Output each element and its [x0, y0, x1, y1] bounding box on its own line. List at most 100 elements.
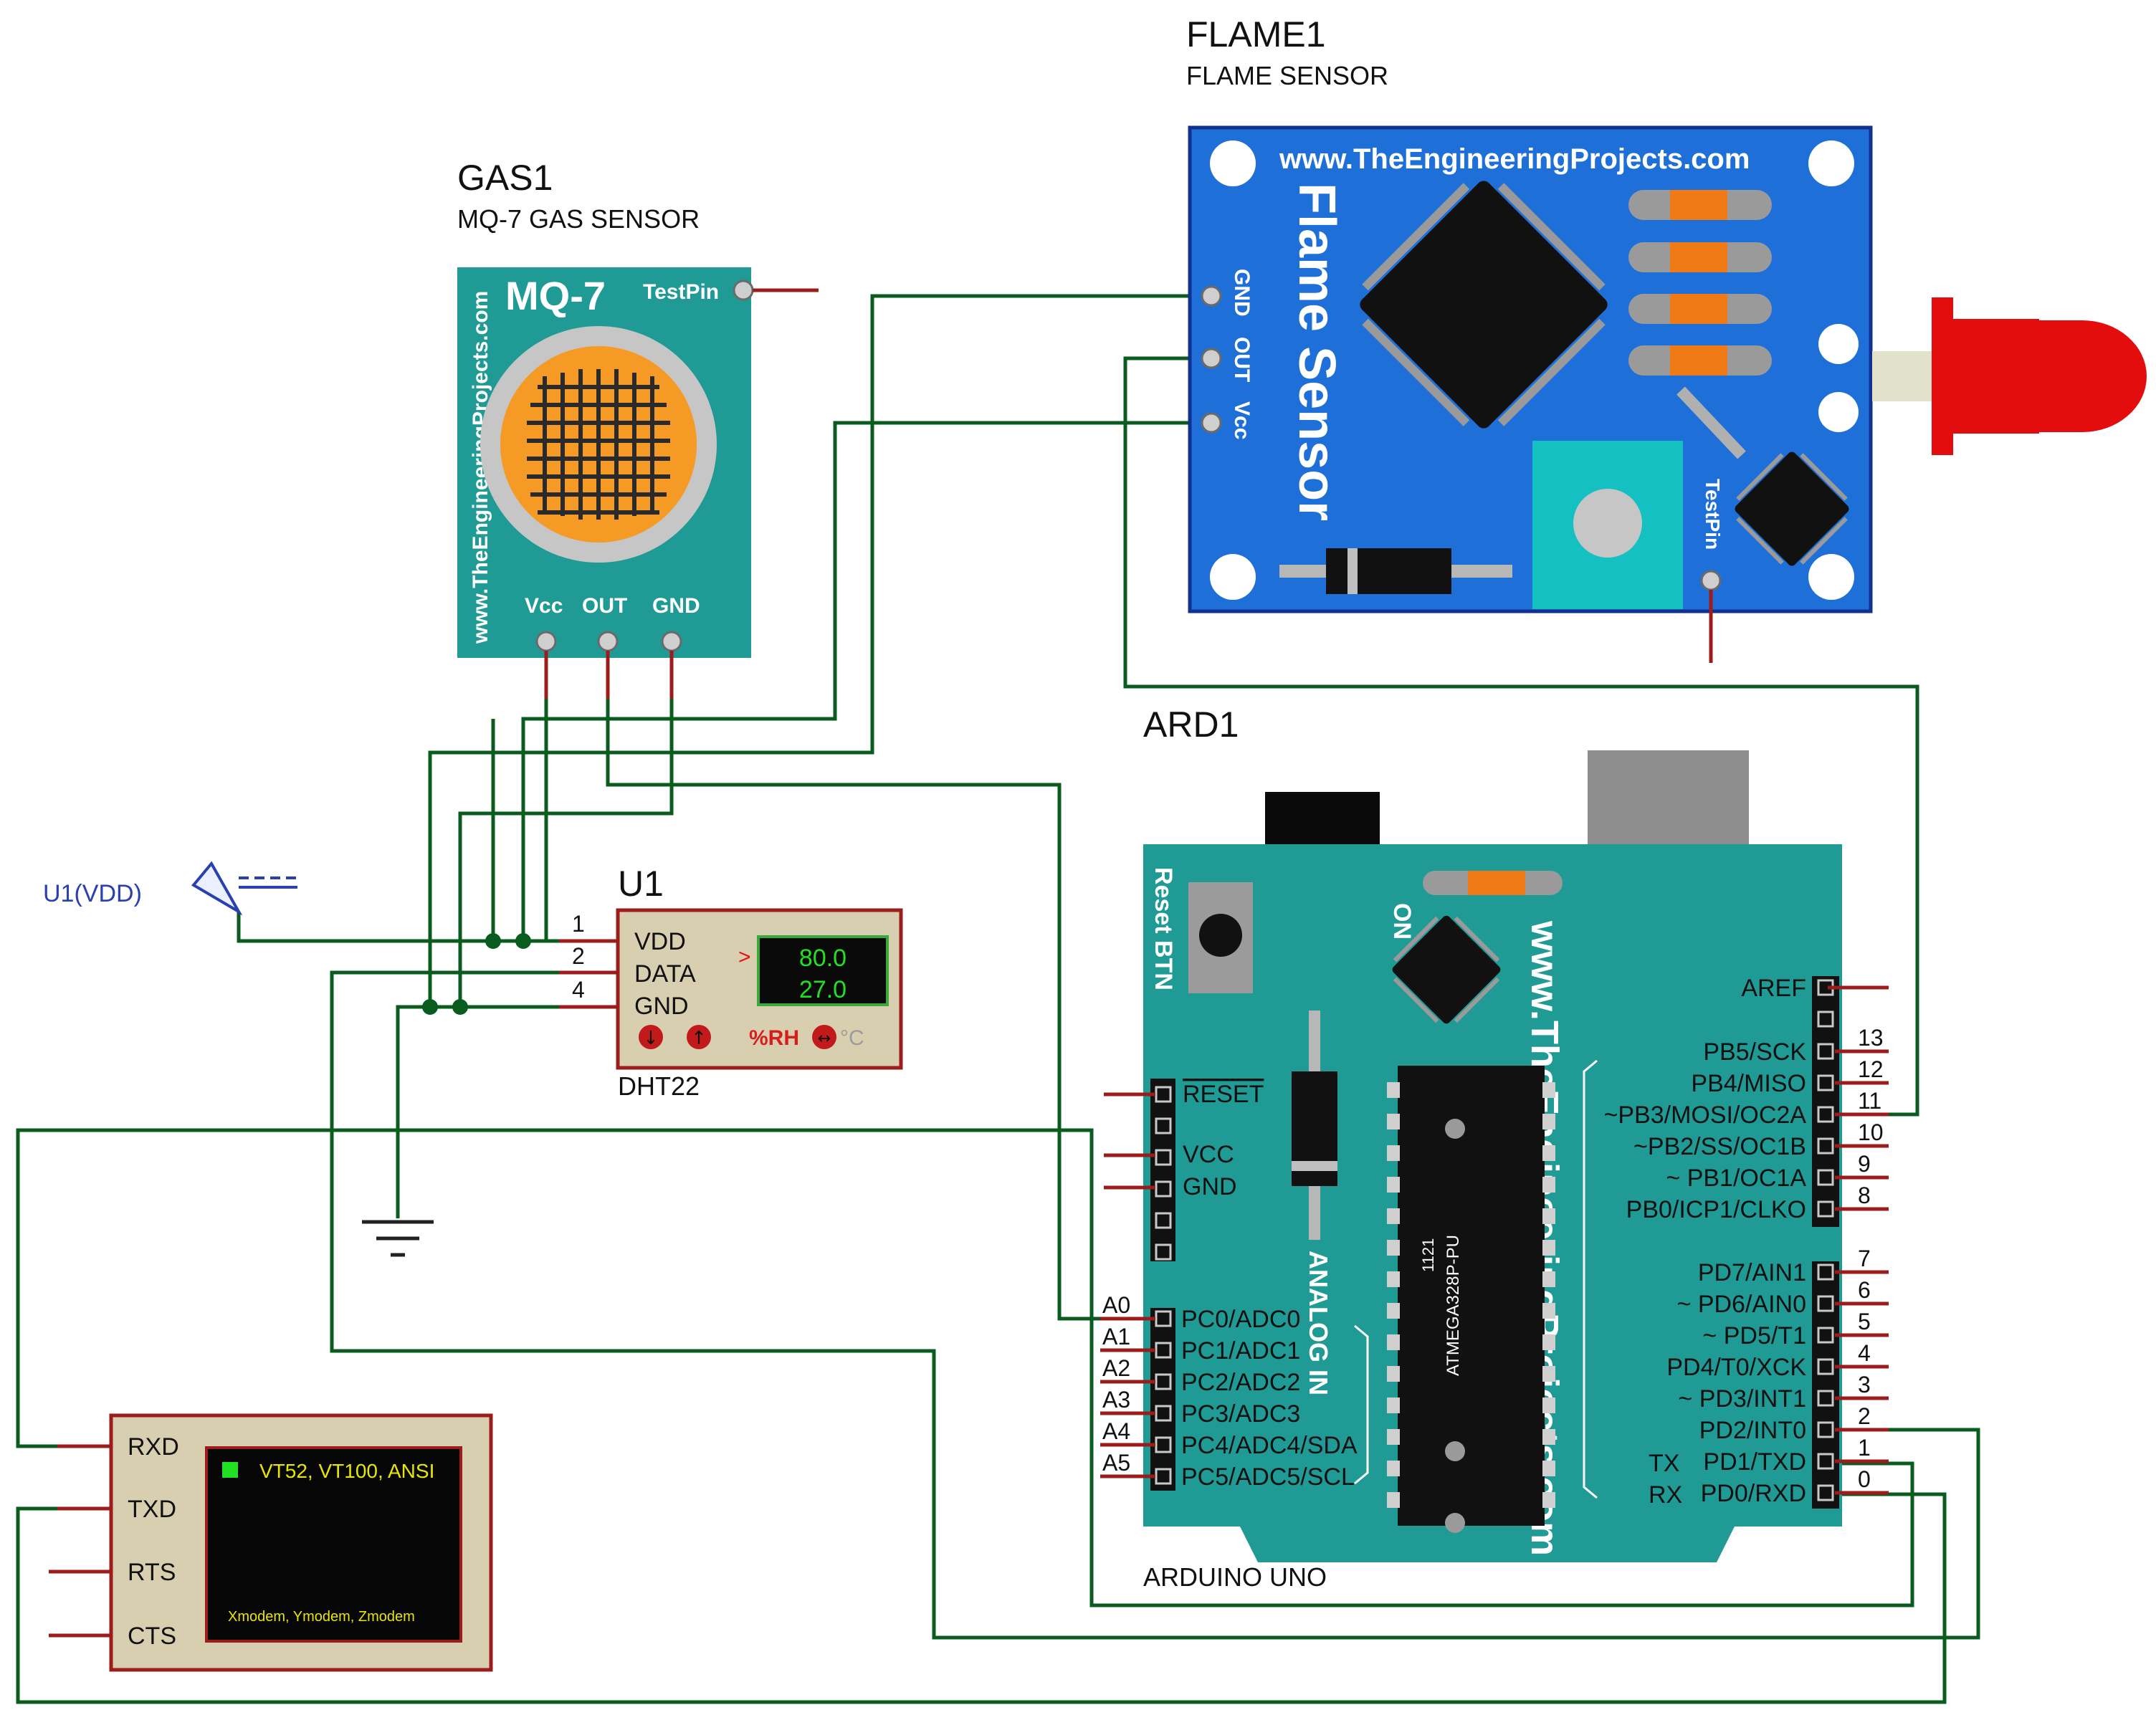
gas-testpin-pad[interactable] [733, 280, 754, 301]
chip-pin [1387, 1429, 1400, 1445]
flame-testpin-pad[interactable] [1700, 570, 1722, 591]
digital-header-low [1812, 1261, 1839, 1509]
flame-testpin-label: TestPin [1702, 479, 1724, 550]
terminal-footer: Xmodem, Ymodem, Zmodem [228, 1609, 415, 1625]
junctions [422, 933, 531, 1015]
terminal-cursor-icon [222, 1462, 238, 1478]
flame-board-title: Flame Sensor [1288, 183, 1345, 521]
chip-pin [1387, 1366, 1400, 1382]
digital-pin-4[interactable] [1817, 1358, 1834, 1375]
digital-pin-number: 11 [1858, 1088, 1881, 1114]
flame-diode [1326, 548, 1451, 594]
digital-pin-13[interactable] [1817, 1043, 1834, 1060]
header-pin[interactable] [1155, 1149, 1172, 1166]
chip-pin [1542, 1240, 1555, 1256]
header-pin[interactable] [1155, 1086, 1172, 1103]
analog-pin-number: A0 [1102, 1292, 1130, 1318]
led-pad [1818, 392, 1859, 432]
digital-pin-12[interactable] [1817, 1074, 1834, 1091]
toggle-unit-icon[interactable] [812, 1025, 836, 1049]
arduino-uno[interactable]: ARD1 Reset BTN ON www.TheEngineeringProj… [1100, 704, 1889, 1592]
flame-pin-vcc: Vcc [1230, 401, 1254, 439]
analog-pin-name: PC2/ADC2 [1181, 1369, 1300, 1396]
digital-pin-name: PD1/TXD [1703, 1448, 1806, 1476]
gas-sensor[interactable]: GAS1 MQ-7 GAS SENSOR MQ-7 TestPin www.Th… [457, 158, 819, 699]
header-pin[interactable] [1155, 1117, 1172, 1134]
analog-pin-name: PC4/ADC4/SDA [1181, 1432, 1358, 1459]
flame-pin-gnd-pad[interactable] [1201, 285, 1222, 307]
analog-pin-A2[interactable] [1155, 1373, 1172, 1390]
digital-pin-name: PB4/MISO [1691, 1070, 1806, 1097]
power-terminal: U1(VDD) [43, 861, 297, 916]
tx-label: TX [1649, 1450, 1679, 1477]
analog-pin-A3[interactable] [1155, 1405, 1172, 1422]
digital-pin-1[interactable] [1817, 1453, 1834, 1470]
digital-pin-0[interactable] [1817, 1484, 1834, 1501]
digital-pin-3[interactable] [1817, 1390, 1834, 1407]
wire-flame-gnd [428, 294, 1211, 1007]
digital-pin-name: PD4/T0/XCK [1666, 1354, 1806, 1381]
gas-pin-gnd-pad[interactable] [661, 631, 682, 652]
digital-pin-10[interactable] [1817, 1137, 1834, 1155]
analog-pin-A4[interactable] [1155, 1436, 1172, 1453]
digital-pin-name: PB0/ICP1/CLKO [1626, 1196, 1806, 1223]
digital-pin-6[interactable] [1817, 1295, 1834, 1312]
dht-ref: U1 [618, 864, 664, 904]
digital-pin-11[interactable] [1817, 1106, 1834, 1123]
digital-pin-number: 4 [1858, 1340, 1871, 1366]
analog-pin-number: A3 [1102, 1387, 1130, 1413]
analog-pin-name: PC5/ADC5/SCL [1181, 1463, 1355, 1491]
down-button-icon[interactable] [639, 1025, 663, 1049]
header-pin[interactable] [1817, 1010, 1834, 1028]
digital-pin-name: PB5/SCK [1703, 1038, 1806, 1066]
analog-pin-A0[interactable] [1155, 1310, 1172, 1327]
digital-pin-number: 8 [1858, 1182, 1871, 1208]
flame-sensor[interactable]: FLAME1 FLAME SENSOR www.TheEngineeringPr… [1186, 14, 2147, 663]
analog-pin-number: A5 [1102, 1450, 1130, 1476]
rx-label: RX [1649, 1481, 1682, 1509]
dht22-sensor[interactable]: U1 1 2 4 VDD DATA GND > 80.0 27.0 ↓ ↑ %R… [559, 864, 903, 1101]
dht-humidity: 80.0 [799, 945, 846, 972]
terminal-pin-txd: TXD [128, 1496, 176, 1523]
header-pin[interactable] [1155, 1243, 1172, 1261]
digital-pin-5[interactable] [1817, 1327, 1834, 1344]
digital-pin-2[interactable] [1817, 1421, 1834, 1438]
flame-pin-out-pad[interactable] [1201, 348, 1222, 369]
terminal-pin-rts: RTS [128, 1559, 176, 1586]
reset-button-cap[interactable] [1199, 914, 1242, 957]
arduino-ref: ARD1 [1143, 704, 1239, 745]
digital-pin-number: 9 [1858, 1151, 1871, 1177]
analog-pin-A1[interactable] [1155, 1342, 1172, 1359]
digital-pin-name: ~PB2/SS/OC1B [1633, 1133, 1806, 1160]
dht-pin-vdd: VDD [634, 928, 686, 955]
terminal-pin-rxd: RXD [128, 1433, 179, 1461]
virtual-terminal[interactable]: RXD TXD RTS CTS VT52, VT100, ANSI Xmodem… [49, 1413, 493, 1672]
flame-small-chip [1735, 452, 1849, 566]
digital-pin-9[interactable] [1817, 1169, 1834, 1186]
header-pin[interactable] [1155, 1180, 1172, 1198]
dht-pin-data: DATA [634, 960, 696, 988]
power-pin-gnd: GND [1183, 1173, 1237, 1200]
flame-pin-vcc-pad[interactable] [1201, 412, 1222, 434]
terminal-screen [205, 1446, 462, 1643]
dht-temperature: 27.0 [799, 976, 846, 1003]
chip-pin [1542, 1492, 1555, 1508]
analog-pin-A5[interactable] [1155, 1468, 1172, 1485]
junction-dot [515, 933, 531, 949]
flame-ref: FLAME1 [1186, 14, 1326, 54]
digital-pin-8[interactable] [1817, 1200, 1834, 1218]
led-pad [1818, 324, 1859, 364]
gas-pin-out-pad[interactable] [597, 631, 619, 652]
mount-hole [1808, 140, 1854, 186]
chip-pin [1542, 1461, 1555, 1476]
up-button-icon[interactable] [687, 1025, 711, 1049]
chip-pin [1542, 1145, 1555, 1161]
digital-pin-7[interactable] [1817, 1263, 1834, 1281]
gas-pin-vcc-pad[interactable] [535, 631, 557, 652]
header-pin[interactable] [1155, 1212, 1172, 1229]
digital-pin-name: ~PB3/MOSI/OC2A [1604, 1102, 1807, 1129]
dht-arrow: > [738, 945, 751, 969]
analog-in-label: ANALOG IN [1304, 1251, 1333, 1395]
chip-pin [1542, 1398, 1555, 1413]
